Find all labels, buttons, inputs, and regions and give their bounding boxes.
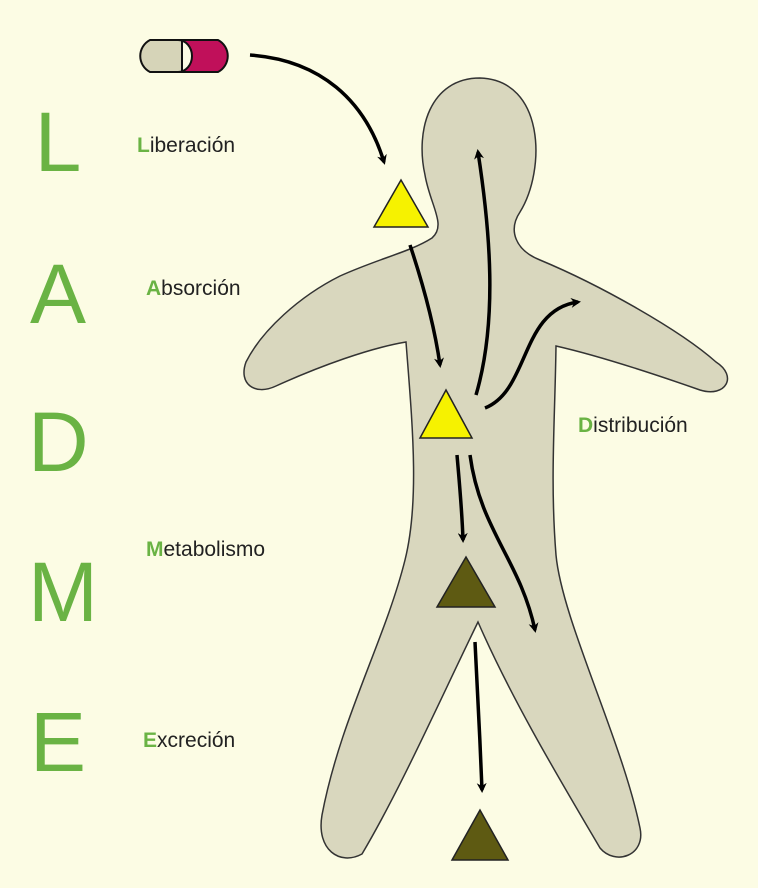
drug-triangle-released [372, 178, 430, 228]
arrow-release [249, 53, 387, 165]
human-body-silhouette [243, 77, 729, 859]
label-absorcion: Absorción [146, 277, 241, 301]
label-text: xcreción [157, 729, 236, 752]
arrow-to-leg [468, 454, 539, 633]
acronym-letter-m: M [28, 545, 98, 639]
acronym-letter-a: A [29, 247, 87, 341]
metabolite-triangle [435, 555, 497, 608]
acronym-letter-e: E [29, 695, 87, 789]
pill-capsule-icon [139, 39, 229, 73]
label-initial: L [137, 134, 150, 157]
arrow-absorption [408, 244, 444, 368]
acronym-letter-d: D [28, 395, 89, 489]
arrow-excretion [473, 641, 487, 793]
label-excrecion: Excreción [143, 729, 235, 753]
label-text: etabolismo [163, 538, 266, 561]
arrow-to-metabolism [455, 454, 468, 543]
arrow-to-head [474, 149, 492, 396]
label-initial: E [143, 729, 158, 752]
excreted-metabolite-triangle [450, 808, 510, 861]
drug-triangle-absorbed [418, 388, 474, 439]
label-initial: M [146, 538, 164, 561]
label-metabolismo: Metabolismo [146, 538, 265, 562]
arrow-to-arm [484, 298, 581, 410]
acronym-letter-l: L [34, 95, 82, 189]
label-initial: D [578, 414, 594, 437]
label-text: iberación [149, 134, 236, 157]
label-text: istribución [593, 414, 688, 437]
label-liberacion: Liberación [137, 134, 235, 158]
label-initial: A [146, 277, 162, 300]
label-text: bsorción [161, 277, 241, 300]
label-distribucion: Distribución [578, 414, 688, 438]
